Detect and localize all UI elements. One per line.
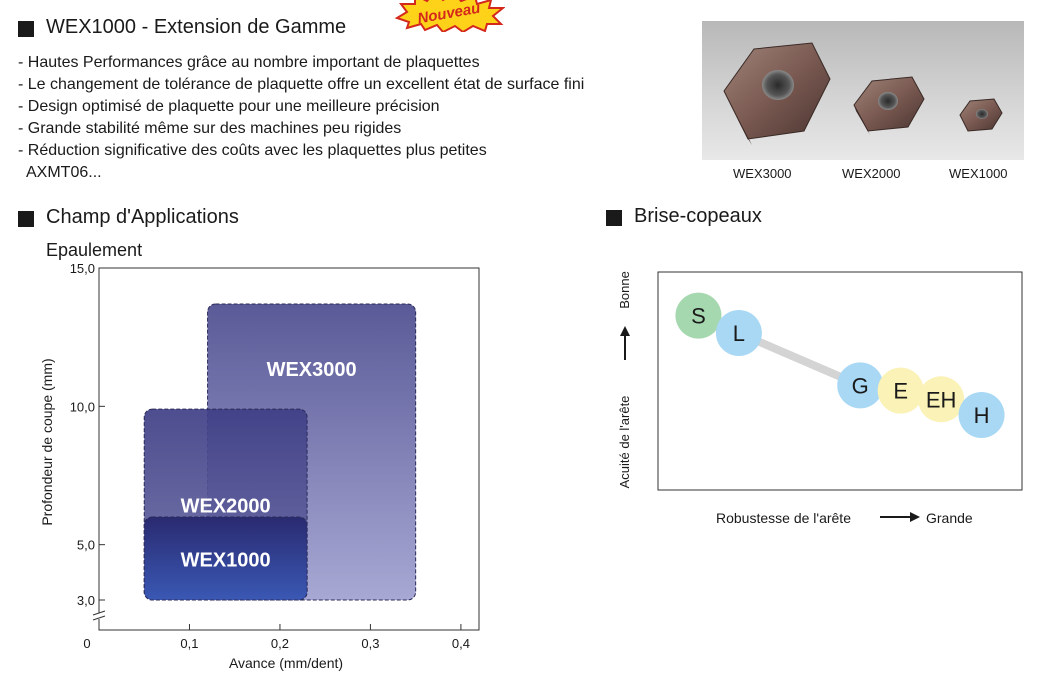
- chipbreaker-label: EH: [926, 387, 957, 412]
- starburst-icon: [394, 0, 505, 32]
- series-label: WEX1000: [181, 550, 271, 572]
- applications-subtitle: Epaulement: [46, 240, 143, 260]
- chipbreaker-point: [918, 376, 965, 423]
- feature-item: - Réduction significative des coûts avec…: [18, 142, 487, 159]
- page-title: WEX1000 - Extension de Gamme: [46, 16, 347, 38]
- breakers-title: Brise-copeaux: [634, 205, 762, 227]
- chipbreaker-point: [837, 362, 884, 409]
- right-arrow-icon: [880, 512, 920, 522]
- series-label: WEX3000: [267, 359, 357, 381]
- chipbreaker-label: S: [691, 304, 706, 329]
- feature-item: AXMT06...: [26, 164, 102, 181]
- up-arrow-icon: [620, 326, 630, 360]
- area-wex1000: [143, 516, 308, 601]
- chipbreaker-point: [715, 310, 762, 357]
- chipbreaker-label: H: [974, 403, 990, 428]
- photo-caption: WEX3000: [733, 166, 792, 181]
- axis-break-icon: [92, 610, 106, 621]
- x-tick-label: 0: [83, 636, 90, 651]
- wex1000-insert-icon: [959, 98, 1003, 132]
- chipbreaker-point: [958, 392, 1005, 439]
- y-axis-end-label: Bonne: [617, 271, 632, 309]
- y-tick-label: 10,0: [70, 399, 95, 414]
- wex2000-insert-icon: [853, 76, 925, 135]
- applications-title: Champ d'Applications: [46, 206, 239, 228]
- y-tick-label: 3,0: [77, 593, 95, 608]
- feature-item: - Grande stabilité même sur des machines…: [18, 120, 402, 137]
- x-axis-end-label: Grande: [926, 510, 973, 526]
- section-marker-icon: [18, 211, 34, 227]
- feature-list: - Hautes Performances grâce au nombre im…: [18, 52, 584, 184]
- axis-break-gap: [95, 613, 103, 619]
- chipbreaker-label: E: [893, 379, 908, 404]
- x-axis-label: Robustesse de l'arête: [716, 510, 851, 526]
- feature-item: - Le changement de tolérance de plaquett…: [18, 76, 585, 93]
- section-marker-icon: [606, 210, 622, 226]
- chipbreaker-point: [675, 292, 722, 339]
- x-axis-label: Avance (mm/dent): [229, 655, 343, 671]
- photo-caption: WEX2000: [842, 166, 901, 181]
- y-axis-label: Profondeur de coupe (mm): [39, 358, 55, 525]
- chipbreaker-label: L: [733, 321, 745, 346]
- x-tick-label: 0,1: [180, 636, 198, 651]
- section-marker-icon: [18, 21, 34, 37]
- chipbreaker-point: [877, 367, 924, 414]
- feature-item: - Hautes Performances grâce au nombre im…: [18, 54, 480, 71]
- x-tick-label: 0,2: [271, 636, 289, 651]
- y-tick-label: 5,0: [77, 538, 95, 553]
- x-tick-label: 0,3: [361, 636, 379, 651]
- x-tick-label: 0,4: [452, 636, 470, 651]
- y-tick-label: 15,0: [70, 261, 95, 276]
- chipbreaker-label: G: [852, 373, 869, 398]
- nouveau-badge: Nouveau: [394, 0, 505, 32]
- inserts-photo: [702, 21, 1024, 160]
- photo-caption: WEX1000: [949, 166, 1008, 181]
- series-label: WEX2000: [181, 496, 271, 518]
- y-axis-label: Acuité de l'arête: [617, 396, 632, 489]
- feature-item: - Design optimisé de plaquette pour une …: [18, 98, 440, 115]
- wex3000-insert-icon: [723, 42, 831, 145]
